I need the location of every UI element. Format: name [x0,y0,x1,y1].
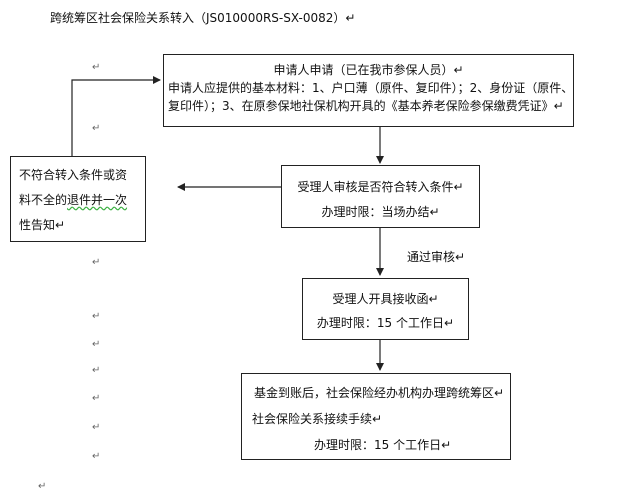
receipt-line-1: 受理人开具接收函↵ [332,292,439,306]
final-line-2: 社会保险关系接续手续↵ [252,412,383,426]
pass-review-label: 通过审核↵ [407,250,466,264]
reject-line-2a: 料不全的 [19,193,68,207]
arrow-reject-to-apply [71,76,161,156]
reject-line-3: 性告知↵ [19,218,66,232]
apply-box: 申请人申请（已在我市参保人员）↵ 申请人应提供的基本材料：1、户口薄（原件、复印… [163,54,574,127]
paragraph-mark: ↵ [92,422,101,433]
review-box: 受理人审核是否符合转入条件↵ 办理时限：当场办结↵ [281,165,480,228]
final-box: 基金到账后，社会保险经办机构办理跨统筹区↵ 社会保险关系接续手续↵ 办理时限：1… [241,373,511,460]
reject-line-2b: 退件并一次 [67,193,128,207]
apply-materials-line-1: 申请人应提供的基本材料：1、户口薄（原件、复印件）；2、身份证（原件、 [168,81,574,95]
receipt-box: 受理人开具接收函↵ 办理时限：15 个工作日↵ [302,278,469,340]
review-time-limit: 办理时限：当场办结↵ [321,205,440,219]
page-title: 跨统筹区社会保险关系转入（JS010000RS-SX-0082）↵ [50,11,356,25]
paragraph-mark: ↵ [92,339,101,350]
review-line-1: 受理人审核是否符合转入条件↵ [297,180,464,194]
reject-box: 不符合转入条件或资 料不全的退件并一次 性告知↵ [10,156,146,242]
receipt-time-limit: 办理时限：15 个工作日↵ [316,316,455,330]
paragraph-mark: ↵ [92,311,101,322]
apply-title: 申请人申请（已在我市参保人员）↵ [273,63,464,77]
paragraph-mark: ↵ [92,62,101,73]
paragraph-mark: ↵ [38,481,47,492]
paragraph-mark: ↵ [92,451,101,462]
reject-line-1: 不符合转入条件或资 [19,168,128,182]
final-line-1: 基金到账后，社会保险经办机构办理跨统筹区↵ [254,386,505,400]
paragraph-mark: ↵ [92,393,101,404]
final-time-limit: 办理时限：15 个工作日↵ [314,438,452,452]
paragraph-mark: ↵ [92,257,101,268]
reject-line-2: 料不全的退件并一次 [19,188,139,213]
apply-materials-line-2: 复印件）；3、在原参保地社保机构开具的《基本养老保险参保缴费凭证》↵ [168,99,564,113]
paragraph-mark: ↵ [92,123,101,134]
paragraph-mark: ↵ [92,365,101,376]
